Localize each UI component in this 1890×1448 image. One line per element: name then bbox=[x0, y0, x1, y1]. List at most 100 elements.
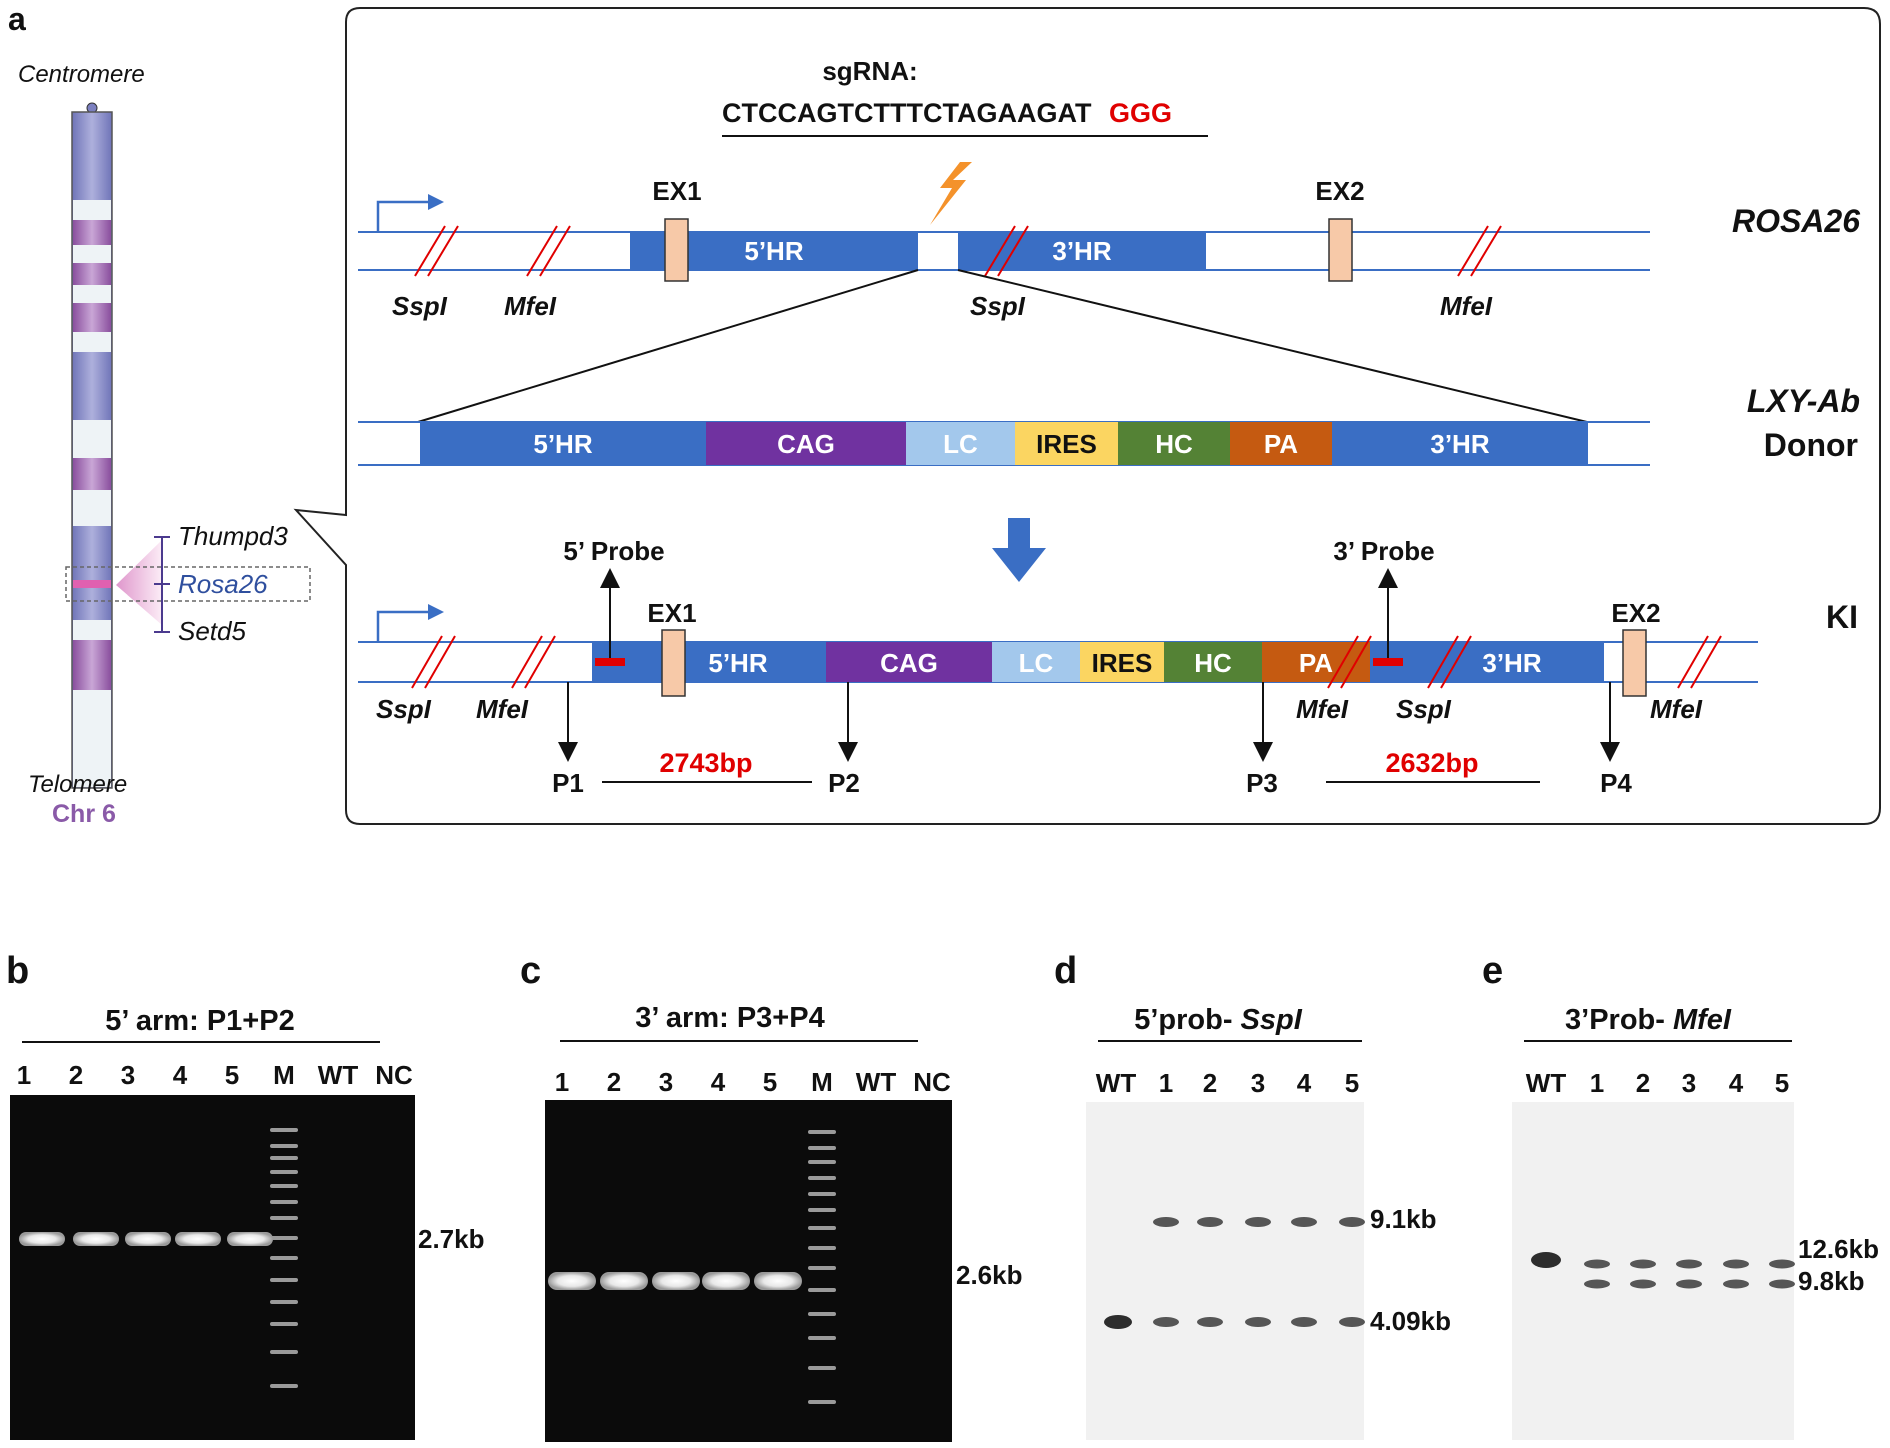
ladder-band bbox=[270, 1128, 298, 1132]
blot_d-lane-label-3: 3 bbox=[1251, 1068, 1265, 1098]
ladder-band bbox=[270, 1322, 298, 1326]
ladder-band bbox=[808, 1176, 836, 1180]
pcr-band bbox=[227, 1232, 273, 1246]
ladder-band bbox=[808, 1192, 836, 1196]
blot-d-title-enzyme: SspI bbox=[1241, 1004, 1303, 1036]
ki-site-mfei-2: MfeI bbox=[1296, 694, 1349, 724]
gel-b-size: 2.7kb bbox=[418, 1224, 485, 1254]
pcr-band bbox=[652, 1272, 700, 1290]
donor-segment-label-0: 5’HR bbox=[533, 429, 592, 459]
sgrna-pam: GGG bbox=[1109, 98, 1172, 128]
blot_d-lane-label-2: 2 bbox=[1203, 1068, 1217, 1098]
gene-thumpd3: Thumpd3 bbox=[178, 521, 288, 551]
blot-band bbox=[1245, 1317, 1271, 1327]
ladder-band bbox=[808, 1266, 836, 1270]
panel-letter-d: d bbox=[1054, 950, 1077, 992]
donor-name-2: Donor bbox=[1764, 427, 1858, 463]
ki-segment-0 bbox=[592, 642, 826, 682]
blot_e-lane-label-4: 4 bbox=[1729, 1068, 1744, 1098]
gel-c-size: 2.6kb bbox=[956, 1260, 1023, 1290]
primer-p2: P2 bbox=[828, 768, 860, 798]
ladder-band bbox=[808, 1146, 836, 1150]
ladder-band bbox=[808, 1288, 836, 1292]
gel_b-lane-label-2: 3 bbox=[121, 1060, 135, 1090]
gene-rosa26: Rosa26 bbox=[178, 569, 268, 599]
sgrna-seq: CTCCAGTCTTTCTAGAAGAT bbox=[722, 98, 1092, 128]
pcr-band bbox=[175, 1232, 221, 1246]
gel_c-lane-label-6: WT bbox=[856, 1067, 897, 1097]
callout-box bbox=[293, 7, 1881, 825]
blot-band bbox=[1531, 1252, 1561, 1268]
gel_c-lane-label-7: NC bbox=[913, 1067, 951, 1097]
blot-band bbox=[1723, 1259, 1749, 1269]
donor-segment-label-4: HC bbox=[1155, 429, 1193, 459]
blot_d-lane-label-1: 1 bbox=[1159, 1068, 1173, 1098]
donor-segment-label-3: IRES bbox=[1036, 429, 1097, 459]
pcr-band bbox=[754, 1272, 802, 1290]
blot-band bbox=[1291, 1317, 1317, 1327]
blot-d-title: 5’prob- SspI bbox=[1134, 1004, 1303, 1036]
gel_c-lane-label-1: 2 bbox=[607, 1067, 621, 1097]
ladder-band bbox=[270, 1278, 298, 1282]
ladder-band bbox=[270, 1256, 298, 1260]
pcr-band bbox=[125, 1232, 171, 1246]
ladder-band bbox=[270, 1200, 298, 1204]
blot-band bbox=[1723, 1279, 1749, 1289]
sgrna-sequence: CTCCAGTCTTTCTAGAAGAT GGG bbox=[722, 98, 1172, 128]
primer-p3: P3 bbox=[1246, 768, 1278, 798]
donor-segment-5 bbox=[1230, 422, 1332, 465]
centromere-label: Centromere bbox=[18, 61, 145, 88]
ki-segment-label-1: CAG bbox=[880, 648, 938, 678]
rosa26-site-mfei-1: MfeI bbox=[504, 291, 557, 321]
donor-name: LXY-Ab bbox=[1747, 383, 1860, 419]
ladder-band bbox=[808, 1208, 836, 1212]
rosa26-name: ROSA26 bbox=[1732, 203, 1860, 239]
blot-e-size-1: 12.6kb bbox=[1798, 1234, 1879, 1264]
ladder-band bbox=[270, 1144, 298, 1148]
ki-segment-2 bbox=[992, 642, 1080, 682]
blot-band bbox=[1630, 1279, 1656, 1289]
blot_e-lane-label-2: 2 bbox=[1636, 1068, 1650, 1098]
blot-band bbox=[1676, 1279, 1702, 1289]
rosa26-locus: 5’HR 3’HR EX1 EX2 SspI MfeI SspI MfeI RO… bbox=[358, 162, 1860, 321]
ki-ex2: EX2 bbox=[1611, 598, 1660, 628]
pcr-band bbox=[702, 1272, 750, 1290]
pcr-band bbox=[600, 1272, 648, 1290]
ki-segment-5 bbox=[1262, 642, 1370, 682]
ladder-band bbox=[808, 1312, 836, 1316]
blot-band bbox=[1197, 1217, 1223, 1227]
primer-p1: P1 bbox=[552, 768, 584, 798]
ki-site-mfei-3: MfeI bbox=[1650, 694, 1703, 724]
probe-5: 5’ Probe bbox=[563, 536, 664, 566]
blot_d-lane-label-4: 4 bbox=[1297, 1068, 1312, 1098]
blot-d-size-2: 4.09kb bbox=[1370, 1306, 1451, 1336]
sgrna-label: sgRNA: bbox=[822, 56, 917, 86]
blot-band bbox=[1197, 1317, 1223, 1327]
blot-d-size-1: 9.1kb bbox=[1370, 1204, 1437, 1234]
ladder-band bbox=[808, 1336, 836, 1340]
ki-segment-label-0: 5’HR bbox=[708, 648, 767, 678]
donor-segment-label-6: 3’HR bbox=[1430, 429, 1489, 459]
rosa26-hr3: 3’HR bbox=[1052, 236, 1111, 266]
donor-segment-0 bbox=[420, 422, 706, 465]
ladder-band bbox=[270, 1350, 298, 1354]
blot-band bbox=[1630, 1259, 1656, 1269]
cas9-cut-icon bbox=[930, 162, 972, 225]
probe-3: 3’ Probe bbox=[1333, 536, 1434, 566]
donor-segment-3 bbox=[1015, 422, 1118, 465]
blot-e-title-text: 3’Prob- bbox=[1565, 1004, 1673, 1036]
ki-site-mfei-1: MfeI bbox=[476, 694, 529, 724]
blot-band bbox=[1584, 1279, 1610, 1289]
panel-letter-b: b bbox=[6, 950, 29, 992]
gel_b-lane-label-0: 1 bbox=[17, 1060, 31, 1090]
gel_b-lane-label-4: 5 bbox=[225, 1060, 239, 1090]
gel_b-lane-label-5: M bbox=[273, 1060, 295, 1090]
donor-segment-6 bbox=[1332, 422, 1588, 465]
ki-segment-3 bbox=[1080, 642, 1164, 682]
donor-segment-2 bbox=[906, 422, 1015, 465]
rosa26-site-sspi-2: SspI bbox=[970, 291, 1026, 321]
